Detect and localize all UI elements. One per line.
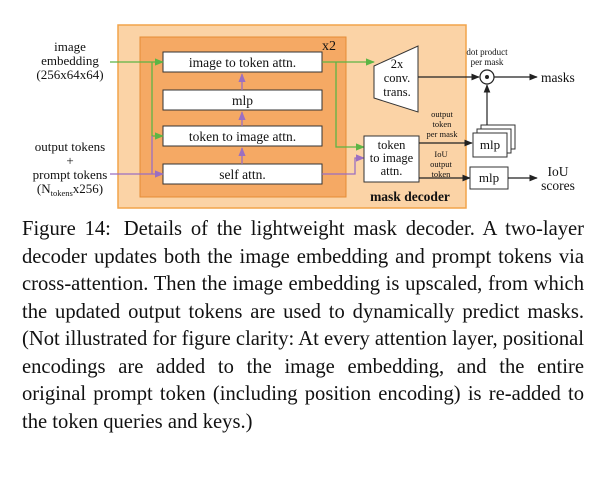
- figure-caption: Figure 14: Details of the lightweight ma…: [22, 216, 584, 436]
- final-token-to-image-box: [363, 135, 420, 183]
- output-tokens-label: output tokens: [35, 139, 105, 154]
- iou-scores-label-1: IoU: [548, 164, 569, 179]
- token-to-image-attn-label: token to image attn.: [189, 129, 296, 144]
- caption-label: Figure 14:: [22, 218, 111, 240]
- final-attn-label-2: to image: [370, 151, 414, 165]
- final-attn-label-3: attn.: [381, 164, 403, 178]
- masks-output-label: masks: [541, 70, 575, 85]
- image-embedding-label: image: [54, 39, 86, 54]
- iou-mlp-label: mlp: [479, 170, 499, 185]
- image-embedding-shape: (256x64x64): [36, 67, 103, 82]
- output-token-per-mask-2: token: [433, 119, 453, 129]
- image-to-final-attn-arrow: [335, 62, 365, 151]
- caption-text: Details of the lightweight mask decoder.…: [22, 218, 584, 433]
- iou-output-token-3: token: [432, 169, 452, 179]
- dot-product-label-2: per mask: [471, 57, 504, 67]
- output-token-per-mask-3: per mask: [427, 129, 459, 139]
- iou-scores-label-2: scores: [541, 178, 575, 193]
- conv-trans-box: [373, 45, 419, 113]
- iou-output-token-2: output: [430, 159, 452, 169]
- dot-product-label-1: dot product: [466, 47, 508, 57]
- conv-trans-label-2: conv.: [384, 71, 411, 85]
- repeat-label: x2: [322, 39, 336, 54]
- mask-decoder-figure: x2 image to token attn. mlp token to ima…: [33, 24, 575, 209]
- tokens-shape-label: (Ntokensx256): [37, 181, 103, 198]
- iou-output-token-1: IoU: [434, 149, 447, 159]
- output-token-per-mask-1: output: [431, 109, 453, 119]
- conv-trans-label-3: trans.: [383, 85, 410, 99]
- tokens-to-final-attn-arrow: [322, 154, 365, 175]
- dot-product-center: [485, 75, 489, 79]
- tokens-plus-label: +: [66, 153, 73, 168]
- conv-trans-label-1: 2x: [391, 57, 404, 71]
- mask-mlp-label: mlp: [480, 137, 500, 152]
- final-attn-label-1: token: [378, 138, 407, 152]
- mask-decoder-label: mask decoder: [370, 189, 450, 204]
- mask-mlp-box: [472, 132, 508, 158]
- image-embedding-label-2: embedding: [41, 53, 99, 68]
- mlp-label: mlp: [232, 93, 253, 108]
- self-attn-label: self attn.: [219, 167, 266, 182]
- prompt-tokens-label: prompt tokens: [33, 167, 108, 182]
- image-to-token-attn-label: image to token attn.: [189, 55, 296, 70]
